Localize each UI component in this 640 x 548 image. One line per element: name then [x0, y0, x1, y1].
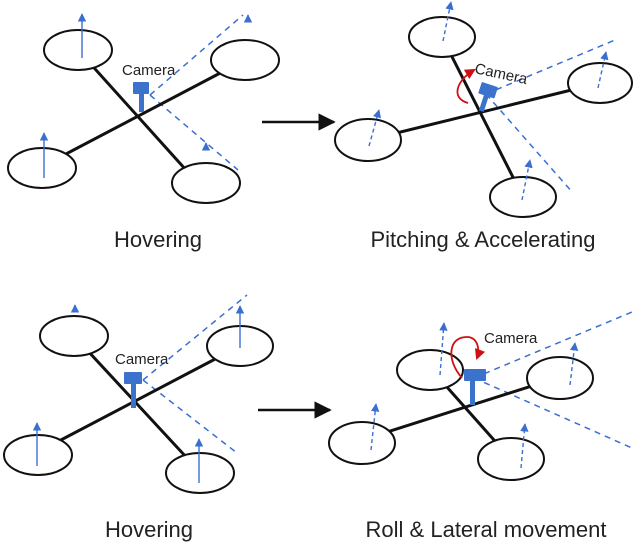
rotor	[567, 62, 633, 104]
camera-label: Camera	[484, 330, 538, 347]
camera-block	[464, 369, 486, 381]
drone-arm	[72, 334, 202, 474]
rotor	[165, 452, 235, 494]
thrust-arrow	[569, 342, 579, 386]
rotor	[408, 16, 476, 58]
rotor	[526, 356, 594, 400]
pitch-rotation-arrow	[456, 68, 476, 104]
rotor	[3, 434, 73, 476]
drone-hovering-top: Camera	[7, 13, 280, 204]
thrust-arrow	[520, 423, 529, 469]
fov-line-lower	[473, 377, 633, 449]
caption-roll: Roll & Lateral movement	[366, 517, 607, 542]
camera-mount	[131, 383, 136, 408]
camera-tilted	[478, 82, 498, 112]
drone-arm	[43, 58, 247, 167]
drone-arm	[36, 344, 242, 454]
camera-label: Camera	[115, 351, 169, 368]
caption-pitching: Pitching & Accelerating	[370, 227, 595, 252]
camera-block	[478, 82, 498, 99]
rotor	[171, 162, 241, 204]
thrust-arrow	[370, 403, 380, 451]
rotor	[334, 118, 402, 162]
caption-hovering-bottom: Hovering	[105, 517, 193, 542]
drone-hovering-bottom: Camera	[3, 294, 274, 494]
fov-line-lower	[142, 379, 238, 454]
drone-rolling: Camera	[328, 311, 633, 481]
rotor	[396, 349, 464, 391]
fov-line-upper	[149, 14, 244, 96]
caption-hovering-top: Hovering	[114, 227, 202, 252]
camera-mount	[470, 380, 475, 405]
camera-mount	[478, 94, 489, 112]
drone-arm	[76, 48, 197, 182]
thrust-arrow	[439, 322, 448, 376]
thrust-arrow	[368, 109, 382, 147]
rotor	[477, 437, 545, 481]
drone-arm	[360, 375, 562, 442]
rotor	[39, 315, 109, 357]
camera-block	[124, 372, 142, 384]
rotor	[210, 39, 280, 81]
camera-label: Camera	[122, 62, 176, 79]
roll-rotation-arrow	[450, 336, 486, 379]
drone-pitching: Camera	[334, 1, 633, 218]
drone-arm	[366, 81, 602, 142]
camera-mount	[139, 93, 144, 112]
drone-arm	[440, 35, 525, 199]
fov-line-upper	[485, 39, 616, 95]
fov-line-lower	[149, 94, 239, 171]
camera-block	[133, 82, 149, 94]
rotor	[43, 29, 113, 71]
rotor	[7, 147, 77, 189]
rotor	[328, 421, 396, 465]
thrust-arrow	[597, 51, 609, 89]
fov-line-upper	[142, 294, 248, 381]
